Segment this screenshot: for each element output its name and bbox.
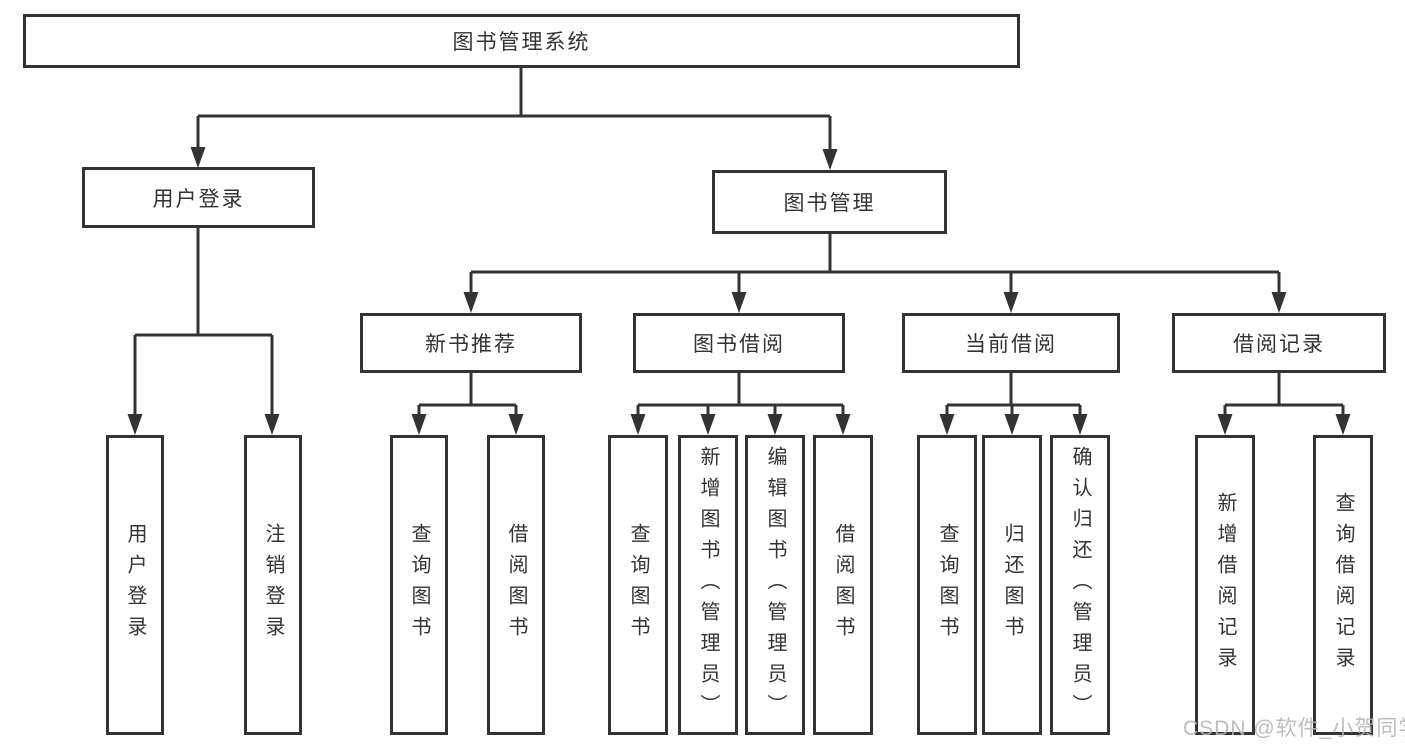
arrow-down-icon <box>939 414 955 435</box>
node-edit-books-admin: 编辑图书（管理员） <box>745 435 805 735</box>
node-borrow-books: 借阅图书 <box>813 435 873 735</box>
node-query-books-recommend: 查询图书 <box>390 435 448 735</box>
node-label: 借阅图书 <box>505 523 527 647</box>
node-label: 用户登录 <box>152 187 245 211</box>
node-borrow-books-recommend: 借阅图书 <box>487 435 545 735</box>
node-add-borrow-record: 新增借阅记录 <box>1195 435 1255 735</box>
node-current-borrowing: 当前借阅 <box>902 313 1120 373</box>
node-label: 新增借阅记录 <box>1214 492 1236 678</box>
node-label: 查询图书 <box>408 523 430 647</box>
node-label: 图书管理系统 <box>452 31 591 54</box>
node-label: 查询图书 <box>627 523 649 647</box>
connector-userlogin-to-leaves <box>133 228 274 414</box>
arrow-down-icon <box>835 414 851 435</box>
arrow-down-icon <box>127 414 143 435</box>
node-label: 查询借阅记录 <box>1332 492 1354 678</box>
node-label: 借阅记录 <box>1233 333 1325 356</box>
arrow-down-icon <box>1072 414 1088 435</box>
arrow-down-icon <box>1003 292 1019 313</box>
node-return-books: 归还图书 <box>982 435 1042 735</box>
node-new-book-recommend: 新书推荐 <box>360 313 582 373</box>
node-label: 借阅图书 <box>832 523 854 647</box>
connector-stems <box>133 68 1345 414</box>
node-book-borrowing: 图书借阅 <box>633 313 845 373</box>
arrow-down-icon <box>1335 414 1351 435</box>
arrow-down-icon <box>731 292 747 313</box>
connector-records-to-leaves <box>1223 373 1345 414</box>
node-query-books-borrow: 查询图书 <box>608 435 668 735</box>
arrow-down-icon <box>1271 292 1287 313</box>
node-query-books-current: 查询图书 <box>917 435 977 735</box>
node-add-books-admin: 新增图书（管理员） <box>678 435 738 735</box>
arrow-down-icon <box>822 149 838 170</box>
arrow-down-icon <box>190 147 206 168</box>
node-user-login: 用户登录 <box>82 167 315 228</box>
arrow-down-icon <box>767 414 783 435</box>
connector-bookmgmt-to-level3 <box>469 234 1281 292</box>
node-label: 注销登录 <box>262 523 284 647</box>
arrowheads <box>127 147 1351 435</box>
connector-borrow-to-leaves <box>636 373 845 414</box>
node-label: 新书推荐 <box>425 333 517 356</box>
arrow-down-icon <box>630 414 646 435</box>
watermark: CSDN @软件_小贺同学 <box>1183 717 1405 740</box>
node-label: 用户登录 <box>124 523 146 647</box>
node-label: 确认归还（管理员） <box>1069 445 1091 725</box>
node-logout: 注销登录 <box>244 435 302 735</box>
arrow-down-icon <box>508 414 524 435</box>
arrow-down-icon <box>264 414 280 435</box>
arrow-down-icon <box>1217 414 1233 435</box>
node-label: 图书管理 <box>783 192 876 215</box>
arrow-down-icon <box>411 414 427 435</box>
node-label: 当前借阅 <box>965 333 1057 356</box>
node-confirm-return-admin: 确认归还（管理员） <box>1050 435 1110 735</box>
arrow-down-icon <box>1004 414 1020 435</box>
connector-newbook-to-leaves <box>417 373 518 414</box>
node-book-management: 图书管理 <box>712 170 947 234</box>
node-query-borrow-record: 查询借阅记录 <box>1313 435 1373 735</box>
arrow-down-icon <box>463 292 479 313</box>
node-user-login-leaf: 用户登录 <box>106 435 164 735</box>
node-label: 编辑图书（管理员） <box>764 445 786 725</box>
node-label: 归还图书 <box>1001 523 1023 647</box>
node-label: 图书借阅 <box>693 333 785 356</box>
node-label: 新增图书（管理员） <box>697 445 719 725</box>
arrow-down-icon <box>700 414 716 435</box>
node-label: 查询图书 <box>936 523 958 647</box>
connector-root-to-level2 <box>196 68 832 149</box>
connector-current-to-leaves <box>945 373 1082 414</box>
node-library-system: 图书管理系统 <box>23 14 1020 68</box>
node-borrowing-records: 借阅记录 <box>1172 313 1386 373</box>
